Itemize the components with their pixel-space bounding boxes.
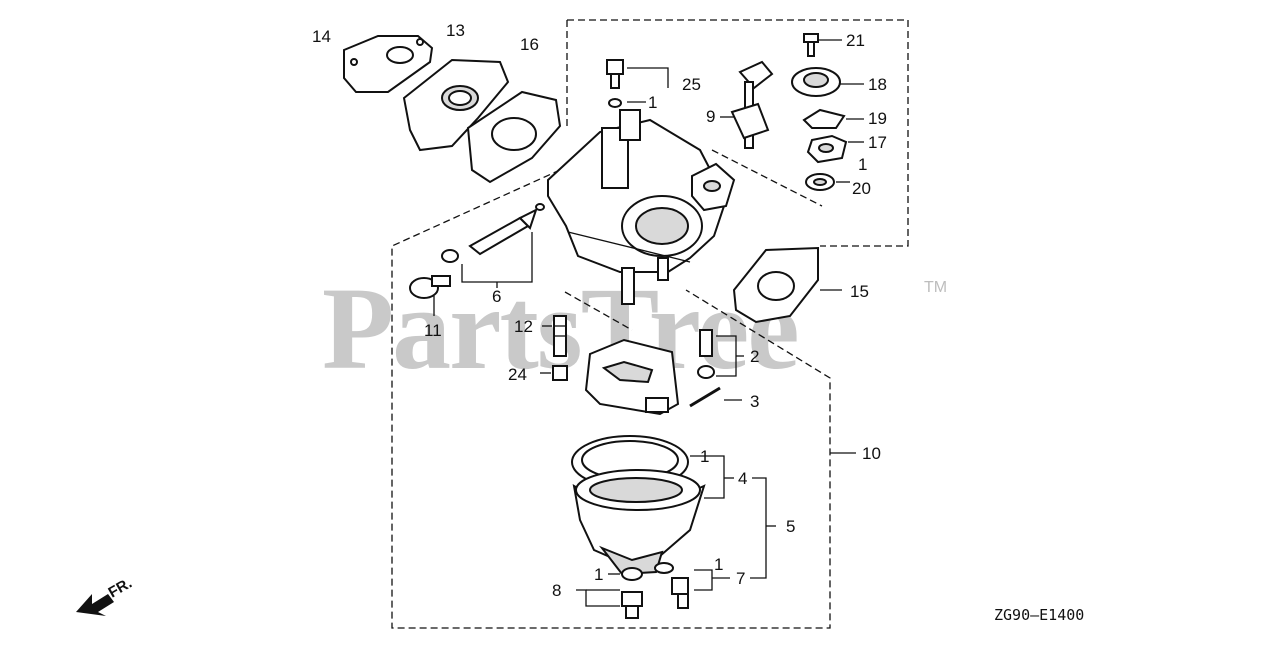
callout-3: 3 [750, 392, 759, 411]
float-pin-3 [689, 386, 742, 408]
upper-assembly-boundary [567, 19, 909, 247]
plate-18 [791, 67, 864, 97]
bracket-5 [750, 477, 767, 579]
lever-19 [802, 108, 864, 129]
callout-14: 14 [312, 27, 331, 46]
screw-11 [409, 275, 451, 316]
callout-20: 20 [852, 179, 871, 198]
callout-9: 9 [706, 107, 715, 126]
diagram-code: ZG90—E1400 [994, 606, 1084, 624]
callout-21: 21 [846, 31, 865, 50]
callout-1-bolt: 1 [714, 555, 723, 574]
callout-8: 8 [552, 581, 561, 600]
callout-6: 6 [492, 287, 501, 306]
float-chamber-bowl [572, 469, 706, 576]
screw-assembly-25 [606, 59, 669, 108]
callout-2: 2 [750, 347, 759, 366]
callout-1-right: 1 [858, 155, 867, 174]
callout-12: 12 [514, 317, 533, 336]
callout-4: 4 [738, 469, 747, 488]
float-axis-line [564, 291, 633, 331]
bowl-bolt-7 [654, 562, 730, 609]
washer-20 [805, 173, 850, 191]
choke-link-line [711, 149, 823, 207]
callout-5: 5 [786, 517, 795, 536]
callout-24: 24 [508, 365, 527, 384]
float [584, 338, 680, 416]
callout-1-bowl: 1 [700, 447, 709, 466]
callout-15: 15 [850, 282, 869, 301]
screw-21 [803, 33, 842, 57]
drain-bolt-8 [576, 567, 643, 619]
choke-lever [691, 162, 736, 212]
watermark-trademark: TM [924, 279, 947, 296]
choke-shaft-9 [720, 60, 774, 149]
callout-11: 11 [424, 321, 442, 340]
carburetor-body [547, 109, 728, 305]
callout-25: 25 [682, 75, 701, 94]
front-direction-arrow [76, 594, 114, 616]
callout-16: 16 [520, 35, 539, 54]
callout-10: 10 [862, 444, 881, 463]
callout-7: 7 [736, 569, 745, 588]
callout-17: 17 [868, 133, 887, 152]
main-body-boundary [391, 169, 831, 629]
gasket-16 [466, 90, 562, 184]
callout-1-drain: 1 [594, 565, 603, 584]
callout-13: 13 [446, 21, 465, 40]
insulator-13 [402, 58, 510, 152]
callout-18: 18 [868, 75, 887, 94]
knob-17 [806, 134, 864, 164]
bracket-4 [690, 455, 725, 499]
jet-24 [540, 365, 568, 381]
callout-19: 19 [868, 109, 887, 128]
float-valve-2 [697, 329, 744, 379]
callout-1-top: 1 [648, 93, 657, 112]
pilot-screw-6 [441, 203, 545, 288]
gasket-15 [732, 246, 842, 324]
gasket-14 [343, 35, 434, 93]
needle-jet-12 [542, 315, 567, 357]
